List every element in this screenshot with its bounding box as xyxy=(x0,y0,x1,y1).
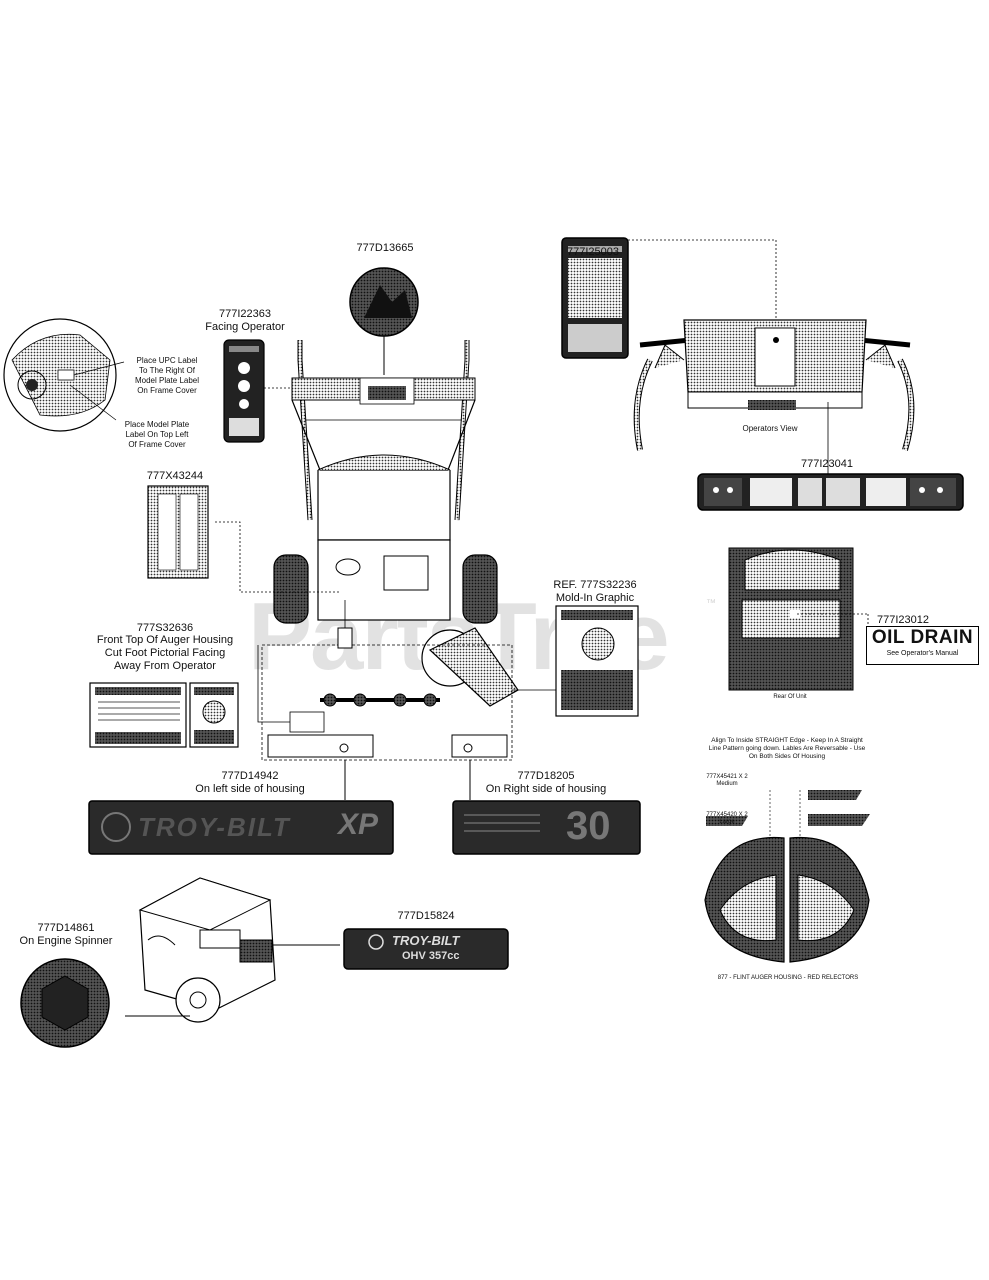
align-note: Align To Inside STRAIGHT Edge - Keep In … xyxy=(708,737,866,760)
part-32236-label: REF. 777S32236 xyxy=(553,579,637,591)
rear-of-unit-label: Rear Of Unit xyxy=(773,694,807,700)
part-22363-note: Facing Operator xyxy=(205,321,285,333)
troy-bilt-engine-text: TROY-BILT xyxy=(392,933,460,948)
operators-view-label: Operators View xyxy=(742,424,798,433)
decal-14942 xyxy=(88,800,394,855)
snowblower-main xyxy=(215,340,556,800)
engine xyxy=(125,877,340,1023)
part-22363-label: 777I22363 xyxy=(219,308,271,320)
decal-32636 xyxy=(89,682,239,748)
see-owner-text: See Operator's Manual xyxy=(886,650,959,657)
part-15824-label: 777D15824 xyxy=(397,910,455,922)
operators-view xyxy=(633,319,915,478)
part-14861-label: 777D14861 xyxy=(37,922,95,934)
frame-cover-detail xyxy=(3,318,125,432)
decal-13665 xyxy=(349,267,419,375)
part-25003-label: 777I25003 xyxy=(567,246,619,258)
decal-14861 xyxy=(20,958,110,1048)
part-23012-label: 777I23012 xyxy=(877,614,929,626)
auger-housing-reflectors xyxy=(686,740,888,986)
decal-25003 xyxy=(561,237,777,359)
thirty-text: 30 xyxy=(566,804,611,848)
troy-bilt-side-text: TROY-BILT xyxy=(138,812,291,842)
part-14942-label: 777D14942 xyxy=(221,770,279,782)
xp-text: XP xyxy=(338,808,379,841)
ohv-text: OHV 357cc xyxy=(402,950,460,962)
part-32636-label: 777S32636 xyxy=(136,622,194,634)
part-43244-label: 777X43244 xyxy=(146,470,204,482)
decal-23041 xyxy=(697,473,964,511)
watermark-tm: ™ xyxy=(706,598,716,609)
decal-32236 xyxy=(555,605,639,717)
part-14861-note: On Engine Spinner xyxy=(19,935,113,947)
part-18205-label: 777D18205 xyxy=(517,770,575,782)
part-18205-note: On Right side of housing xyxy=(485,783,607,795)
oil-drain-text: OIL DRAIN xyxy=(871,627,974,648)
part-14942-note: On left side of housing xyxy=(195,783,305,795)
decal-15824 xyxy=(343,928,509,970)
decal-18205 xyxy=(452,800,641,855)
flint-note: 877 - FLINT AUGER HOUSING - RED RELECTOR… xyxy=(717,975,859,981)
rear-of-unit-photo xyxy=(728,547,869,691)
part-32236-note: Mold-In Graphic xyxy=(555,592,635,604)
oil-drain-decal: OIL DRAIN See Operator's Manual xyxy=(866,626,979,665)
part-13665-label: 777D13665 xyxy=(356,242,414,254)
decal-43244 xyxy=(147,485,209,579)
decal-22363 xyxy=(223,339,300,443)
part-23041-label: 777I23041 xyxy=(801,458,853,470)
